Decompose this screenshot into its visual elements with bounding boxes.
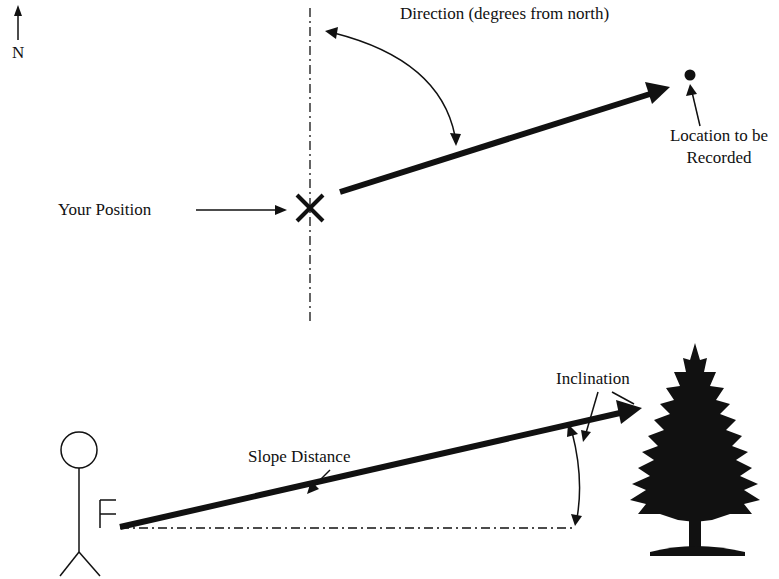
position-mark [297,195,323,221]
direction-arrowhead [645,82,670,104]
north-reference-line [309,8,310,322]
slope-distance-arrow [120,413,620,527]
person-body [78,468,80,552]
leader-line [586,392,598,433]
slope-distance-label: Slope Distance [248,446,350,468]
arc-arrowhead [571,514,582,526]
arc-arrowhead [325,27,338,39]
person-head [61,432,97,468]
position-mark [297,195,323,221]
tree-ground [650,546,745,556]
person-arm [100,513,116,515]
north-arrow-head [14,5,22,16]
direction-label: Direction (degrees from north) [400,3,609,25]
leader-arrowhead [307,481,319,494]
tree [630,343,760,556]
person-arm [100,499,116,501]
horizontal-reference-line [120,527,575,528]
tree-trunk [689,520,701,550]
tree-crown [630,343,760,522]
leader-line [692,92,700,126]
leader-arrowhead [686,84,697,96]
direction-arrow [340,94,650,192]
person-leg [60,552,79,576]
leader-arrowhead [581,430,591,442]
leader-line [314,470,330,486]
inclination-arc [572,432,580,518]
compass-label: N [12,42,24,64]
north-arrow-shaft [17,14,19,40]
inclination-label: Inclination [556,368,630,390]
location-dot [685,70,696,81]
leader-arrowhead [275,205,287,215]
slope-arrowhead [616,400,642,424]
leader-line [196,209,276,211]
location-label: Location to be Recorded [663,125,775,169]
arc-arrowhead [567,424,578,437]
angle-arc [334,33,455,136]
leader-line [612,392,634,404]
arc-arrowhead [450,133,461,146]
position-label: Your Position [58,199,151,221]
person-leg [79,552,100,576]
